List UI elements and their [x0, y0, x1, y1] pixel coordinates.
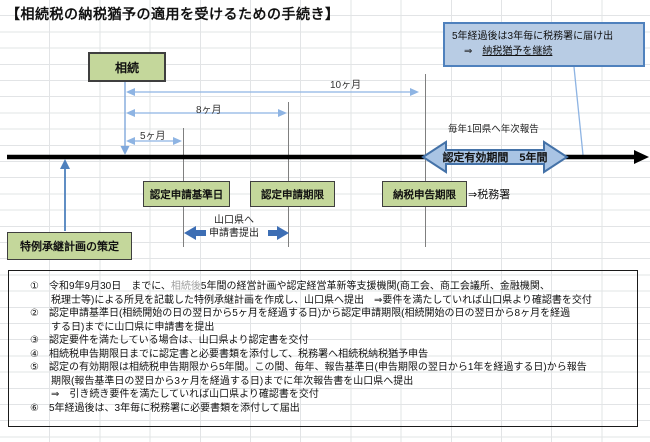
label-8-months: 8ヶ月: [196, 105, 222, 116]
note-line-6: ④ 相続税申告期限日までに認定書と必要書類を添付して、税務署へ相続税納税猶予申告: [30, 348, 429, 360]
renewal-callout-box: 5年経過後は3年毎に税務署に届け出 ⇒ 納税猶予を継続: [443, 22, 645, 67]
plan-up-arrowhead-icon: [60, 159, 70, 169]
note-line-2: 税理士等)による所見を記載した特例承継計画を作成し、山口県へ提出 ⇒要件を満たし…: [51, 294, 592, 306]
validity-period-double-arrow: [421, 140, 569, 174]
dim-10m-right-arrowhead-icon: [410, 88, 419, 96]
label-5-months: 5ヶ月: [140, 131, 166, 142]
callout-line2: ⇒ 納税猶予を継続: [464, 46, 553, 57]
note-line-4: する日)までに山口県に申請書を提出: [51, 321, 215, 333]
nintei-kijunbi-box: 認定申請基準日: [143, 181, 230, 207]
submit-left-arrow-icon: [184, 226, 206, 240]
label-10-months: 10ヶ月: [330, 80, 362, 91]
note-line-1: ① 令和9年9月30日 までに、相続後5年間の経営計画や認定経営革新等支援機関(…: [30, 281, 550, 292]
succession-plan-box: 特例承継計画の策定: [7, 232, 132, 260]
note-line-5: ③ 認定要件を満たしている場合は、山口県より認定書を交付: [30, 335, 309, 346]
submit-to-yamaguchi-note: 山口県へ 申請書提出: [209, 215, 259, 239]
validity-period-label: 認定有効期間 5年間: [442, 152, 548, 164]
dim-8m-left-arrowhead-icon: [126, 109, 135, 117]
souzoku-drop-arrowhead-icon: [120, 146, 130, 155]
dim-5m-right-arrowhead-icon: [173, 137, 182, 145]
note-line-3: ② 認定申請基準日(相続開始の日の翌日から5ヶ月を経過する日)から認定申請期限(…: [30, 308, 571, 319]
timeline-arrowhead-icon: [634, 150, 649, 164]
note-line-10: ⑥ 5年経過後は、3年毎に税務署に必要書類を添付して届出: [30, 402, 300, 414]
procedure-notes-box: ① 令和9年9月30日 までに、相続後5年間の経営計画や認定経営革新等支援機関(…: [8, 270, 638, 427]
souzoku-event-box: 相続: [88, 52, 166, 82]
note-line-9: ⇒ 引き続き要件を満たしていれば山口県より確認書を交付: [51, 389, 319, 400]
dim-8m-right-arrowhead-icon: [278, 109, 287, 117]
page-title: 【相続税の納税猶予の適用を受けるための手続き】: [6, 6, 340, 22]
note-line-7: ⑤ 認定の有効期限は相続税申告期限から5年間。この間、毎年、報告基準日(申告期限…: [30, 362, 587, 373]
nouzei-kigen-box: 納税申告期限: [382, 181, 467, 207]
souzoku-label: 相続: [114, 60, 139, 75]
callout-leader-line: [573, 66, 584, 156]
note-gray-text: 相続後: [170, 281, 201, 292]
nintei-kigen-box: 認定申請期限: [250, 181, 335, 207]
callout-line1: 5年経過後は3年毎に税務署に届け出: [452, 31, 614, 42]
dim-5m-left-arrowhead-icon: [126, 137, 135, 145]
dim-10m-left-arrowhead-icon: [126, 88, 135, 96]
note-line-8: 期限(報告基準日の翌日から3ヶ月を経過する日)までに年次報告書を山口県へ提出: [51, 375, 414, 387]
submit-right-arrow-icon: [268, 226, 289, 240]
to-tax-office-note: ⇒税務署: [468, 189, 511, 201]
annual-report-note: 毎年1回県へ年次報告: [448, 124, 539, 135]
callout-underlined-text: 納税猶予を継続: [482, 46, 553, 57]
